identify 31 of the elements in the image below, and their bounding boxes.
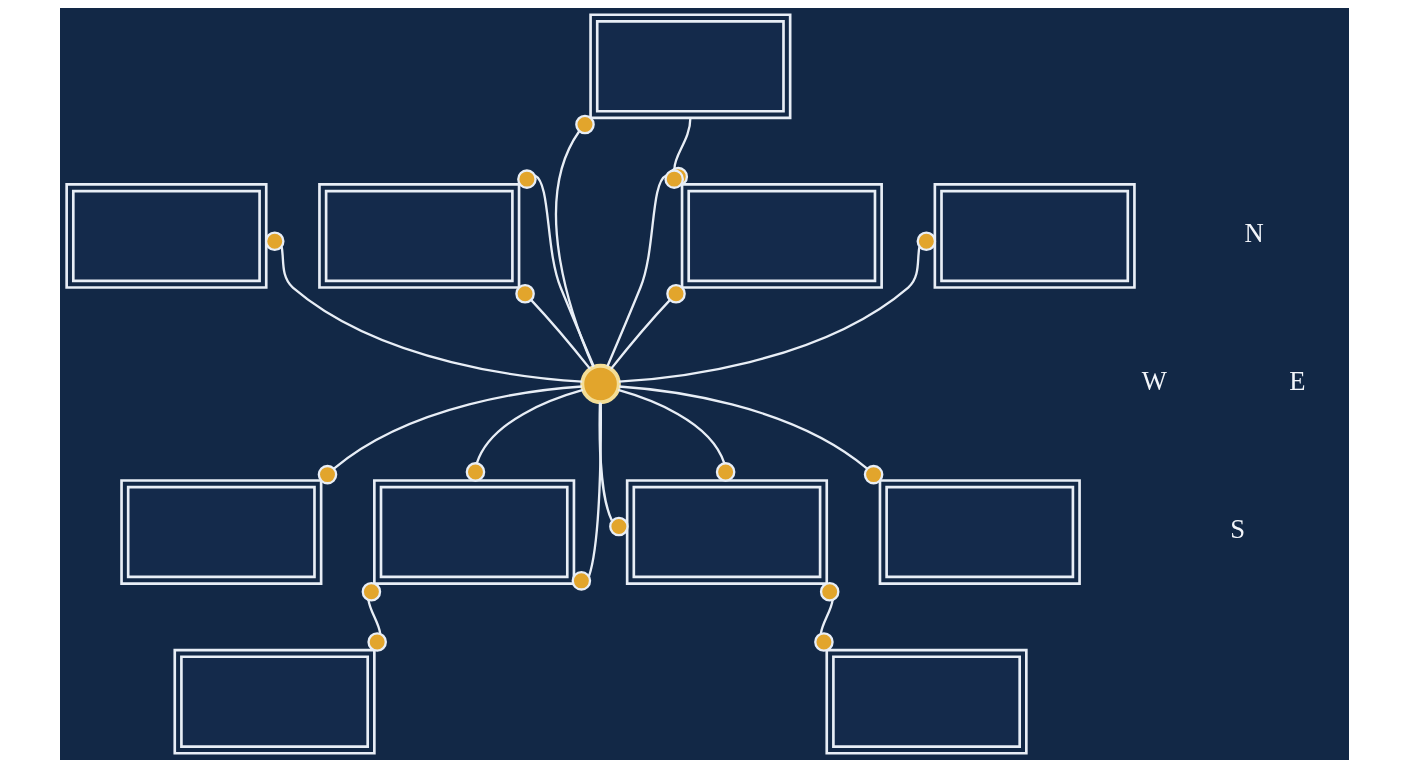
connector	[264, 231, 582, 383]
node-box	[933, 183, 1136, 289]
connector	[813, 581, 839, 652]
node-box	[317, 183, 520, 289]
connector	[609, 283, 686, 370]
node-box	[824, 648, 1028, 755]
node-box	[372, 479, 575, 585]
connector	[516, 169, 595, 367]
connector	[618, 385, 883, 485]
node-box	[878, 479, 1081, 585]
connector	[514, 283, 591, 370]
connector	[618, 231, 936, 383]
connector	[571, 402, 602, 591]
connector	[465, 388, 583, 482]
connector	[617, 388, 735, 482]
node-box	[588, 13, 791, 120]
connector	[605, 169, 684, 367]
connector	[317, 385, 582, 485]
connector	[554, 114, 595, 368]
connector	[361, 581, 387, 652]
node-box	[119, 479, 322, 585]
node-box	[64, 183, 268, 289]
node-circle	[579, 363, 621, 405]
node-box	[680, 183, 883, 289]
label: W	[1141, 366, 1167, 397]
label: E	[1288, 366, 1306, 397]
label: S	[1229, 514, 1245, 545]
node-box	[172, 648, 376, 755]
label: N	[1244, 218, 1264, 249]
connector	[598, 402, 629, 537]
node-box	[625, 479, 828, 585]
